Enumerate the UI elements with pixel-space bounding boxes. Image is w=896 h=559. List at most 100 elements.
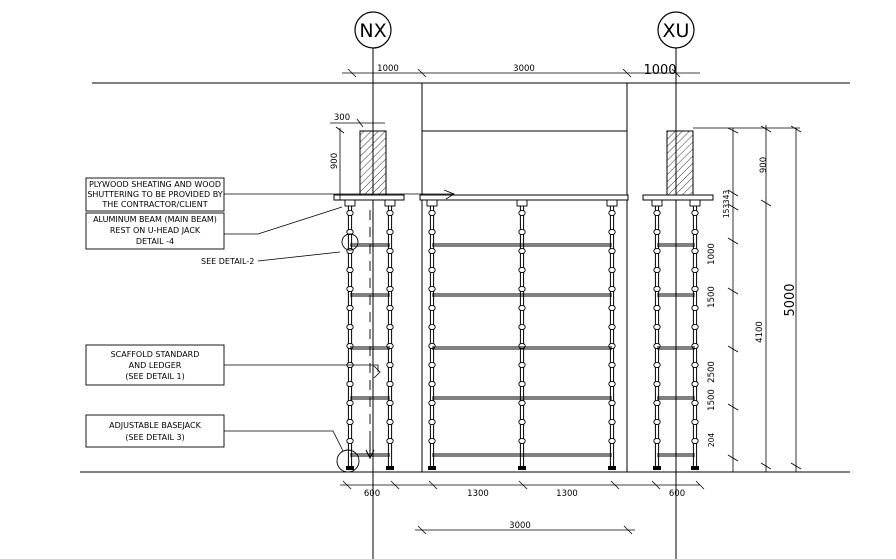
u-head-jack [651, 199, 663, 207]
rosette-node [608, 361, 616, 369]
dim-right-lift-1: 1000 [707, 243, 717, 265]
rosette-node [386, 361, 394, 369]
dim-bottom-right: 600 [669, 489, 685, 499]
rosette-node [691, 437, 699, 445]
rosette-node [386, 209, 394, 217]
dim-top-middle: 3000 [513, 64, 535, 74]
base-plate [691, 466, 699, 470]
rosette-node [608, 380, 616, 388]
u-head-jack [689, 199, 701, 207]
rosette-node [691, 418, 699, 426]
rosette-node [386, 437, 394, 445]
rosette-node [346, 323, 354, 331]
rosette-node [386, 323, 394, 331]
u-head-jack [426, 199, 438, 207]
rosette-node [608, 209, 616, 217]
beam-left [359, 130, 387, 196]
u-head-jack [344, 199, 356, 207]
rosette-node [428, 209, 436, 217]
bottom-dimension-chain [340, 480, 705, 535]
rosette-node [518, 323, 526, 331]
rosette-node [518, 437, 526, 445]
rosette-node [518, 380, 526, 388]
grid-bubble-nx: NX [354, 11, 392, 49]
svg-text:SHUTTERING TO BE PROVIDED BY: SHUTTERING TO BE PROVIDED BY [87, 190, 222, 199]
svg-text:(SEE DETAIL 1): (SEE DETAIL 1) [125, 372, 184, 381]
plywood-decks [333, 194, 714, 201]
center-arrow-head [365, 449, 375, 460]
rosette-node [518, 247, 526, 255]
u-head-jack [606, 199, 618, 207]
svg-text:THE CONTRACTOR/CLIENT: THE CONTRACTOR/CLIENT [101, 200, 207, 209]
svg-text:SEE DETAIL-2: SEE DETAIL-2 [201, 257, 254, 266]
rosette-node [386, 418, 394, 426]
rosette-node [386, 285, 394, 293]
u-head-jack [384, 199, 396, 207]
svg-text:PLYWOOD SHEATING AND WOOD: PLYWOOD SHEATING AND WOOD [89, 180, 221, 189]
rosette-node [346, 304, 354, 312]
right-dimension-chain [693, 125, 802, 472]
base-plate [386, 466, 394, 470]
dim-right-lift-4: 1500 [707, 389, 717, 411]
base-plate [518, 466, 526, 470]
dim-left-beam-depth: 900 [330, 153, 340, 169]
rosette-node [346, 285, 354, 293]
rosette-node [518, 342, 526, 350]
rosette-node [653, 342, 661, 350]
rosette-node [518, 399, 526, 407]
dim-bottom-left: 600 [364, 489, 380, 499]
rosette-node [691, 266, 699, 274]
rosette-node [608, 266, 616, 274]
rosette-node [691, 228, 699, 236]
callout-aluminum-beam: ALUMINUM BEAM (MAIN BEAM) REST ON U-HEAD… [85, 206, 343, 250]
dim-right-lift-3: 2500 [707, 361, 717, 383]
svg-text:REST ON U-HEAD JACK: REST ON U-HEAD JACK [110, 226, 201, 235]
slab-middle [421, 130, 628, 196]
dim-bottom-bay-1: 1300 [467, 489, 489, 499]
svg-text:ADJUSTABLE BASEJACK: ADJUSTABLE BASEJACK [109, 421, 201, 430]
rosette-node [428, 437, 436, 445]
svg-text:ALUMINUM BEAM (MAIN BEAM): ALUMINUM BEAM (MAIN BEAM) [93, 215, 217, 224]
rosette-node [386, 380, 394, 388]
dim-right-overall: 5000 [783, 283, 798, 316]
scaffold-frame [344, 199, 701, 470]
rosette-node [608, 437, 616, 445]
u-head-jack [516, 199, 528, 207]
rosette-node [346, 228, 354, 236]
rosette-node [346, 342, 354, 350]
rosette-node [653, 437, 661, 445]
rosette-node [608, 323, 616, 331]
dim-bottom-bay-2: 1300 [556, 489, 578, 499]
rosette-node [346, 418, 354, 426]
rosette-node [608, 304, 616, 312]
svg-text:AND LEDGER: AND LEDGER [129, 361, 182, 370]
rosette-node [518, 304, 526, 312]
rosette-node [346, 437, 354, 445]
rosette-node [608, 418, 616, 426]
rosette-node [608, 399, 616, 407]
rosette-node [386, 247, 394, 255]
beam-right [666, 130, 694, 196]
base-plate [608, 466, 616, 470]
rosette-node [653, 361, 661, 369]
rosette-node [346, 247, 354, 255]
callout-basejack: ADJUSTABLE BASEJACK (SEE DETAIL 3) [85, 414, 360, 473]
rosette-node [653, 304, 661, 312]
rosette-node [386, 399, 394, 407]
rosette-node [691, 209, 699, 217]
svg-text:NX: NX [359, 20, 386, 42]
dim-beam-width: 300 [334, 113, 350, 123]
rosette-node [428, 247, 436, 255]
svg-text:SCAFFOLD STANDARD: SCAFFOLD STANDARD [111, 350, 200, 359]
grid-bubble-xu: XU [657, 11, 695, 49]
rosette-node [691, 285, 699, 293]
rosette-node [691, 247, 699, 255]
rosette-node [691, 342, 699, 350]
rosette-node [518, 285, 526, 293]
rosette-node [518, 266, 526, 274]
dim-right-small-2: 343 [722, 190, 731, 205]
rosette-node [653, 247, 661, 255]
rosette-node [386, 228, 394, 236]
rosette-node [608, 342, 616, 350]
rosette-node [608, 247, 616, 255]
